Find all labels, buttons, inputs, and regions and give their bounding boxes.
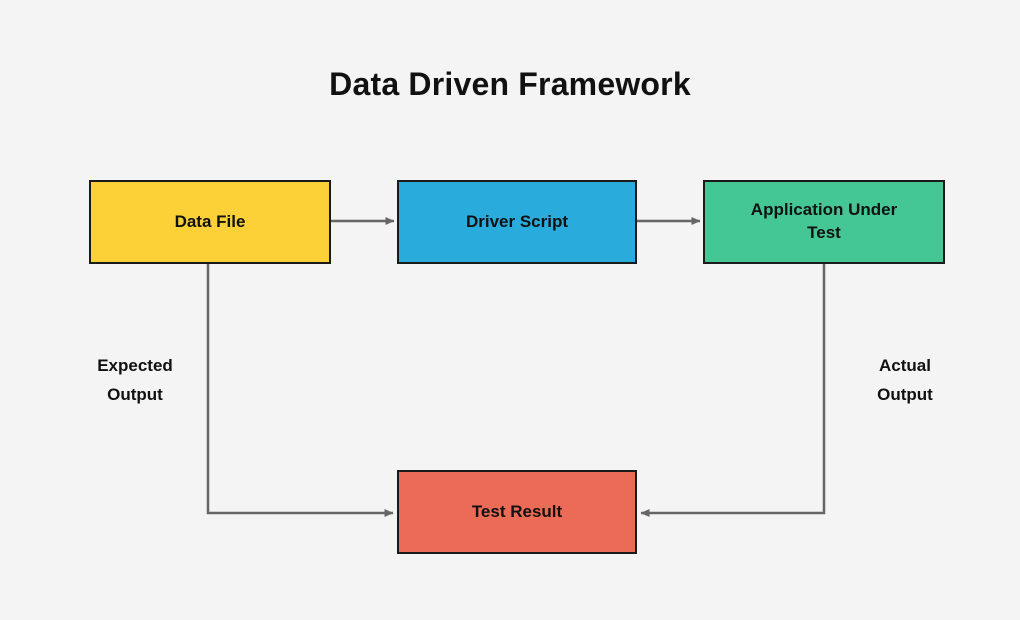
node-test-result[interactable]: Test Result [397,470,637,554]
diagram-title: Data Driven Framework [329,66,691,102]
edge-label-actual-output: Actual Output [877,356,933,404]
node-data-file[interactable]: Data File [89,180,331,264]
connector-application-under-test-to-test-result [640,264,826,517]
node-driver-script[interactable]: Driver Script [397,180,637,264]
edge-label-expected-output: Expected Output [97,356,173,404]
node-application-under-test[interactable]: Application Under Test [703,180,945,264]
connector-data-file-to-test-result [206,264,394,517]
